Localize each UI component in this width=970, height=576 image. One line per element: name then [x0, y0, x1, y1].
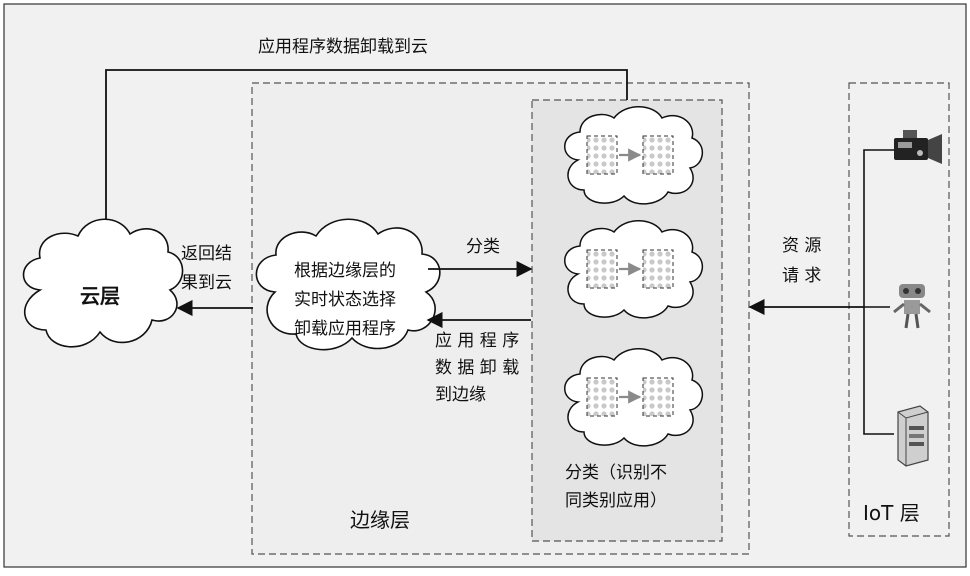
- app-class-cloud-3: [565, 349, 703, 446]
- classify-note-line2: 同类别应用）: [565, 491, 667, 511]
- classify-note-line1: 分类（识别不: [565, 463, 667, 483]
- resource-request-line2: 请 求: [782, 266, 821, 286]
- edge-layer-label: 边缘层: [350, 508, 410, 532]
- offload-edge-line1: 应 用 程 序: [435, 331, 519, 351]
- server-device-icon: [898, 406, 928, 466]
- decision-line3: 卸载应用程序: [294, 319, 396, 339]
- decision-line1: 根据边缘层的: [294, 261, 396, 281]
- app-class-cloud-1: [565, 107, 703, 204]
- return-result-line2: 果到云: [181, 273, 232, 293]
- top-offload-label: 应用程序数据卸载到云: [258, 37, 428, 57]
- offload-edge-line3: 到边缘: [435, 385, 486, 405]
- cloud-layer-label: 云层: [80, 284, 120, 308]
- classify-label: 分类: [466, 237, 500, 257]
- return-result-line1: 返回结: [181, 244, 232, 264]
- offload-edge-line2: 数 据 卸 载: [435, 358, 519, 378]
- iot-layer-label: IoT 层: [863, 501, 920, 525]
- decision-line2: 实时状态选择: [294, 290, 396, 310]
- app-class-cloud-2: [565, 221, 703, 318]
- resource-request-line1: 资 源: [782, 236, 821, 256]
